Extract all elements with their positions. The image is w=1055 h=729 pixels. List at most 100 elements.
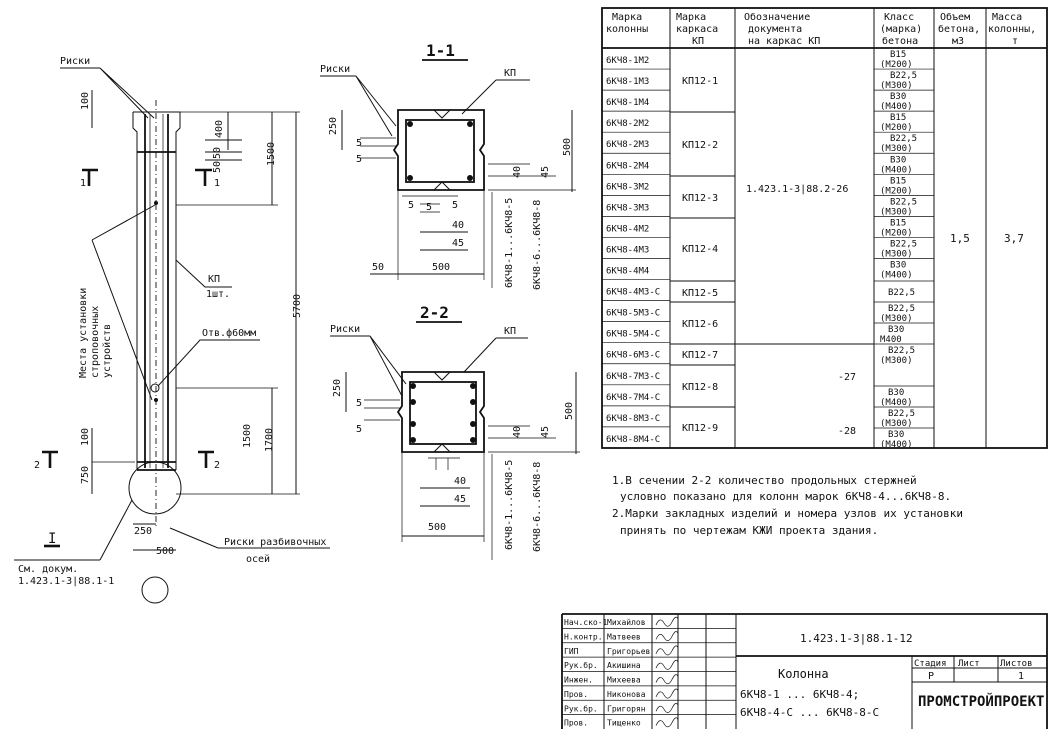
kp-group-5: КП12-5 (682, 288, 718, 299)
dim-250-s1: 250 (328, 117, 339, 135)
label-kp-elev: КП (208, 274, 220, 285)
kp-group-6: КП12-6 (682, 319, 718, 330)
tb-stage: Р (928, 671, 934, 682)
th-mark-2: колонны (606, 24, 648, 35)
signature-scribble (655, 717, 679, 728)
th-vol-1: Объем (940, 11, 970, 23)
tb-name: Матвеев (607, 632, 641, 641)
label-kp-s1: КП (504, 68, 516, 79)
spec-c-row-class: В30 (888, 388, 904, 398)
spec-row-grade: (М300) (880, 249, 913, 259)
spec-row-mark: 6КЧ8-4М3-С (606, 288, 660, 298)
spec-c-row-grade: М400 (880, 335, 902, 345)
doc-28: -28 (838, 426, 856, 437)
tb-name: Тищенко (607, 719, 641, 728)
doc-main: 1.423.1-3|88.2-26 (746, 184, 848, 195)
tb-name: Григорьев (607, 647, 650, 656)
range-b-s2: 6КЧ8-6...6КЧ8-8 (532, 462, 543, 552)
spec-row-grade: (М400) (880, 165, 913, 175)
dim-750: 750 (80, 466, 91, 484)
spec-rows: 6КЧ8-1М2В15(М200)6КЧ8-1М3В22,5(М300)6КЧ8… (602, 47, 934, 450)
spec-row-grade: (М200) (880, 123, 913, 133)
spec-row-mark: 6КЧ8-2М3 (606, 140, 649, 150)
spec-row-mark: 6КЧ8-1М4 (606, 98, 649, 108)
th-vol-3: м3 (952, 36, 964, 47)
tb-sheets-header: Листов (1000, 659, 1033, 669)
section-2-2: 2-2 Риски КП 250 5 5 500 40 45 40 45 (330, 303, 580, 560)
spec-row-grade: (М400) (880, 271, 913, 281)
tb-role: Нач.ско-1 (564, 618, 608, 627)
tb-role: Инжен. (564, 676, 593, 685)
dim-45-s1v: 45 (540, 166, 551, 178)
spec-c-row-grade: (М300) (880, 314, 913, 324)
column-elevation: Риски 400 50 50 1500 5700 1500 1700 100 … (14, 56, 330, 604)
dim-500-elev: 500 (156, 546, 174, 557)
th-vol-2: бетона, (938, 23, 980, 35)
dim-1500b: 1500 (242, 424, 253, 448)
dim-500-s2v: 500 (564, 402, 575, 420)
sec-1-mark-right: 1 (214, 178, 220, 189)
spec-row-mark: 6КЧ8-4М4 (606, 267, 649, 277)
signature-scribble (655, 674, 679, 685)
spec-row-class: В22,5 (890, 71, 917, 81)
spec-row-mark: 6КЧ8-2М2 (606, 119, 649, 129)
dim-400: 400 (214, 120, 225, 138)
spec-row-grade: (М200) (880, 60, 913, 70)
label-otv: Отв.ф60мм (202, 327, 256, 339)
dim-5-s2a: 5 (356, 398, 362, 409)
dim-40-s1v: 40 (512, 166, 523, 178)
th-cls-2: (марка) (880, 24, 922, 35)
label-mesta-2: строповочных (90, 306, 101, 378)
spec-row-grade: (М200) (880, 228, 913, 238)
spec-row-mark: 6КЧ8-5М3-С (606, 309, 660, 319)
kp-group-8: КП12-8 (682, 382, 718, 393)
spec-c-row-grade: (М400) (880, 440, 913, 450)
tb-name: Никонова (607, 690, 646, 699)
spec-c-row-grade: (М400) (880, 398, 913, 408)
section-1-1: 1-1 Риски КП 250 5 5 500 40 45 5 5 5 40 … (320, 41, 576, 290)
spec-c-row-class: В22,5 (888, 409, 915, 419)
label-kp-1sht: 1шт. (206, 289, 230, 300)
th-cls-3: бетона (882, 35, 918, 47)
spec-row-mark: 6КЧ8-5М4-С (606, 330, 660, 340)
tb-role: Рук.бр. (564, 660, 598, 670)
dim-1700: 1700 (264, 428, 275, 452)
label-sm-dokum-ref: 1.423.1-3|88.1-1 (18, 576, 114, 587)
dim-5700: 5700 (292, 294, 303, 318)
spec-row-mark: 6КЧ8-1М2 (606, 56, 649, 66)
tb-org: ПРОМСТРОЙПРОЕКТ (918, 693, 1044, 710)
tb-title: Колонна (778, 667, 829, 681)
dim-5-s1c: 5 (408, 200, 414, 211)
tb-role: Пров. (564, 719, 588, 728)
tb-doc-code: 1.423.1-3|88.1-12 (800, 632, 913, 645)
label-riski-razb-1: Риски разбивочных (224, 536, 326, 548)
tb-sheets: 1 (1018, 671, 1024, 682)
kp-group-2: КП12-2 (682, 140, 718, 151)
tb-name: Григорян (607, 704, 646, 713)
signature-scribble (655, 631, 679, 641)
spec-row-class: В30 (890, 92, 906, 102)
dim-500-s1h: 500 (432, 262, 450, 273)
signature-scribble (655, 616, 679, 627)
tb-subtitle-2: 6КЧ8-4-С ... 6КЧ8-8-С (740, 706, 879, 719)
spec-row-class: В30 (890, 261, 906, 271)
spec-row-class: В15 (890, 113, 906, 123)
signature-scribble (655, 659, 679, 670)
tb-stage-header: Стадия (914, 659, 947, 669)
spec-row-grade: (М400) (880, 102, 913, 112)
th-doc-2: документа (748, 24, 802, 35)
dim-100b: 100 (80, 428, 91, 446)
spec-c-row-class: В30 (888, 430, 904, 440)
note-line-2: условно показано для колонн марок 6КЧ8-4… (620, 490, 951, 503)
spec-row-mark: 6КЧ8-8М3-С (606, 414, 660, 424)
dim-50b: 50 (212, 161, 223, 173)
kp-group-7: КП12-7 (682, 350, 718, 361)
spec-row-class: В22,5 (890, 197, 917, 207)
spec-c-row-grade: (М300) (880, 356, 913, 366)
signature-scribble (655, 645, 679, 656)
spec-row-grade: (М200) (880, 186, 913, 196)
th-mass-1: Масса (992, 12, 1022, 23)
th-kp-1: Марка (676, 12, 706, 23)
tb-subtitle-1: 6КЧ8-1 ... 6КЧ8-4; (740, 688, 859, 701)
